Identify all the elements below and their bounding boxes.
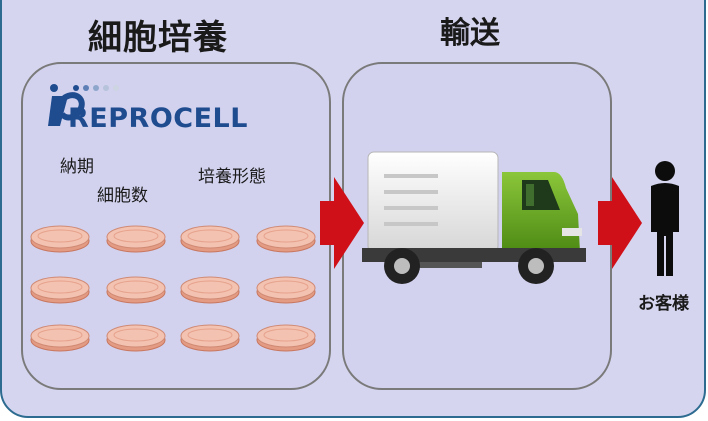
label-cell-count: 細胞数 xyxy=(97,186,148,206)
petri-dish xyxy=(30,225,90,253)
petri-dish xyxy=(30,276,90,304)
petri-dish xyxy=(106,324,166,352)
petri-dish xyxy=(106,276,166,304)
petri-dish xyxy=(180,324,240,352)
arrow-to-transport-icon xyxy=(320,177,364,269)
petri-dish xyxy=(256,324,316,352)
label-culture-format: 培養形態 xyxy=(198,167,266,187)
petri-dish xyxy=(256,225,316,253)
delivery-truck-icon xyxy=(362,151,586,284)
petri-dish xyxy=(30,324,90,352)
petri-dish xyxy=(106,225,166,253)
petri-dish xyxy=(180,225,240,253)
petri-dish xyxy=(180,276,240,304)
petri-dish xyxy=(256,276,316,304)
petri-dish-grid xyxy=(30,225,316,352)
label-delivery-date: 納期 xyxy=(60,157,94,177)
label-customer: お客様 xyxy=(638,294,689,314)
customer-person-icon xyxy=(651,161,679,276)
reprocell-logo-icon xyxy=(48,84,119,126)
title-transport: 輸送 xyxy=(440,16,500,51)
title-cell-culture: 細胞培養 xyxy=(88,18,228,58)
reprocell-logo-text: REPROCELL xyxy=(68,103,248,134)
arrow-to-customer-icon xyxy=(598,177,642,269)
